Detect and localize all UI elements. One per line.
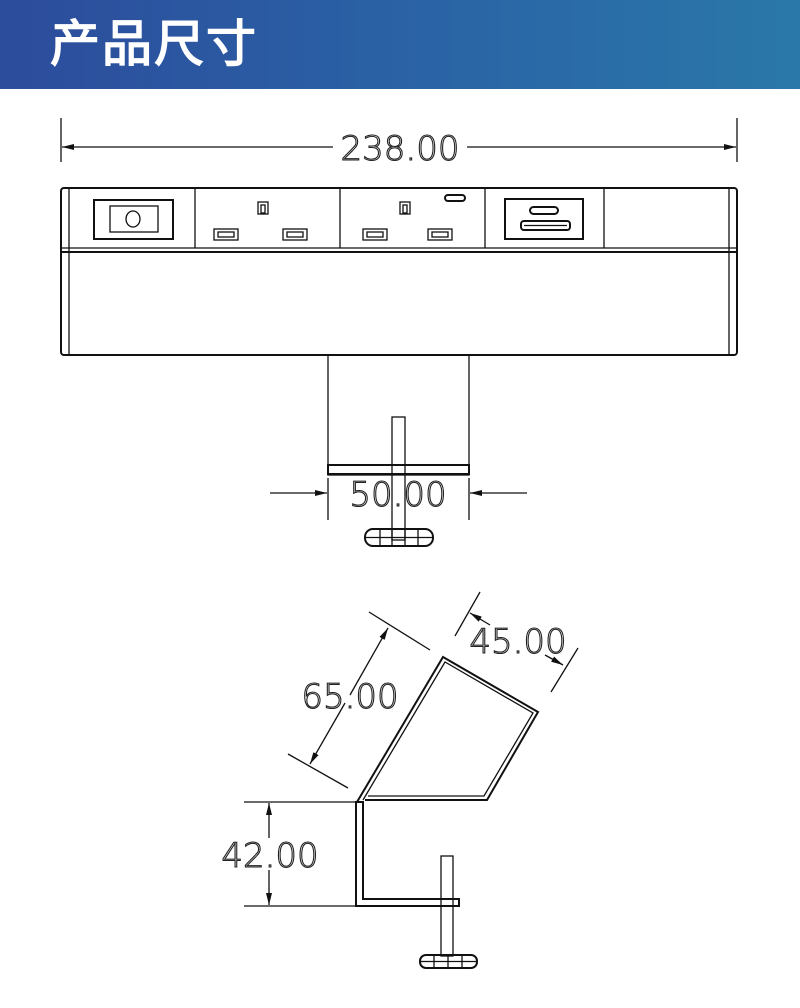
power-icon <box>125 210 141 228</box>
header-banner: 产品尺寸 <box>0 0 800 89</box>
top-depth-label: 45.00 <box>469 622 566 662</box>
side-profile <box>355 655 540 969</box>
usb-module <box>504 198 584 240</box>
panel-height-label: 65.00 <box>301 677 398 717</box>
usb-c-port-icon <box>444 194 466 202</box>
clamp-knob <box>364 528 434 547</box>
clamp-height-dimension: 42.00 <box>221 801 355 907</box>
panel-height-dimension: 65.00 <box>287 611 431 789</box>
base-width-label: 50.00 <box>349 475 446 515</box>
stand <box>327 354 470 547</box>
side-view: 65.00 45.00 42.00 <box>221 591 579 969</box>
top-depth-dimension: 45.00 <box>454 591 579 693</box>
page-title: 产品尺寸 <box>50 15 258 73</box>
base-width-dimension: 50.00 <box>270 474 527 520</box>
width-dimension: 238.00 <box>60 118 738 170</box>
uk-socket-2 <box>362 194 466 241</box>
rocker-switch <box>93 199 174 240</box>
clamp-knob <box>419 954 478 969</box>
front-view: 238.00 <box>60 118 738 547</box>
usb-c-port-icon <box>529 206 559 215</box>
uk-socket-1 <box>213 201 308 241</box>
clamp-height-label: 42.00 <box>221 836 318 876</box>
power-strip-body <box>60 187 738 356</box>
width-dimension-label: 238.00 <box>341 129 460 169</box>
usb-a-port-icon <box>520 220 571 231</box>
